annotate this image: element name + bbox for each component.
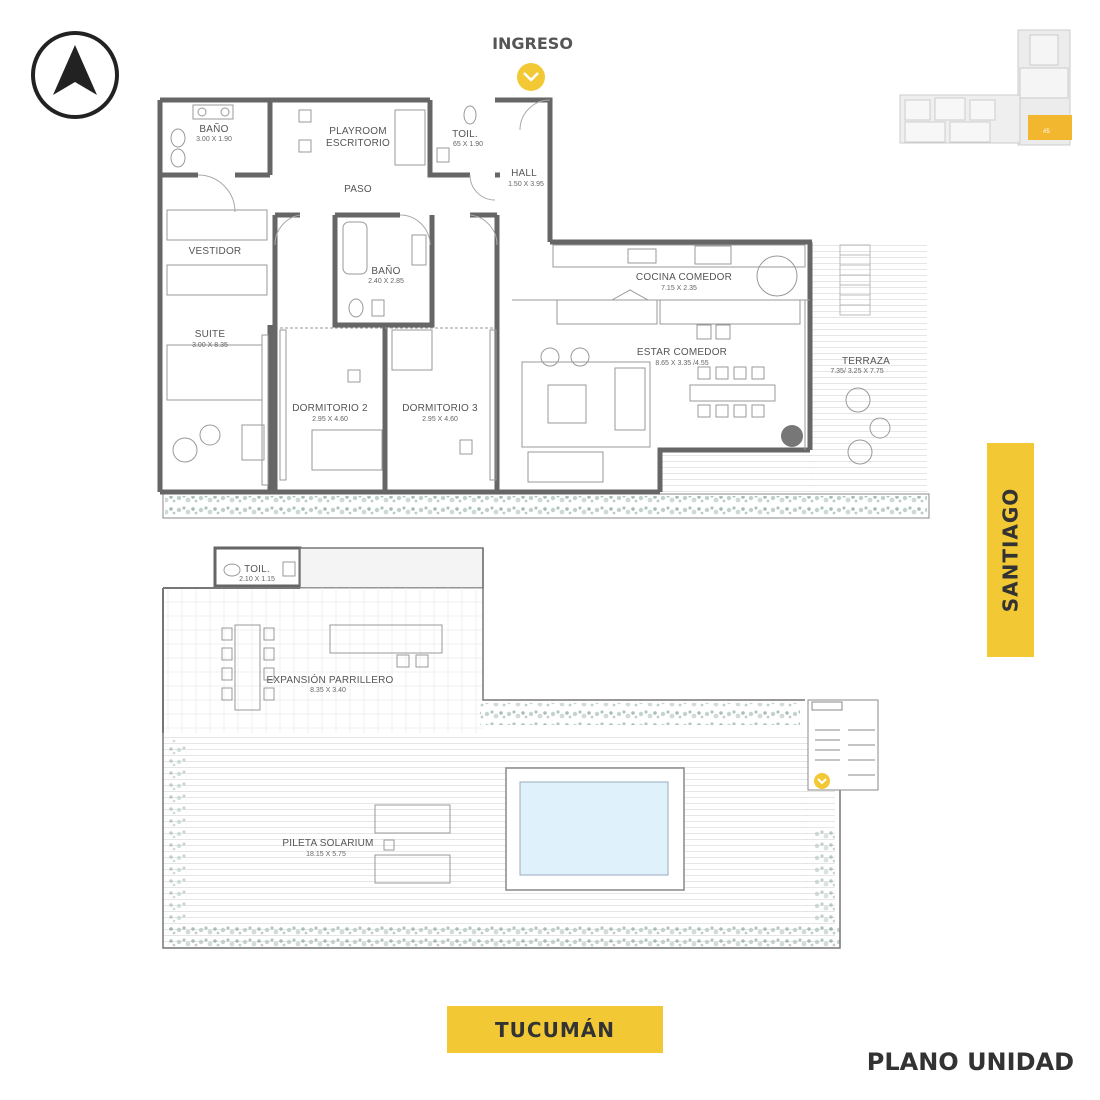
upper-unit: [157, 97, 930, 519]
room-dims: 8.35 X 3.40: [310, 687, 346, 694]
entrance-label: INGRESO: [492, 34, 573, 53]
street-label-tucuman: TUCUMÁN: [447, 1006, 663, 1053]
entrance-chevron-icon: [814, 773, 830, 789]
room-dims: 8.65 X 3.35 /4.55: [655, 360, 708, 367]
room-label: HALL: [511, 168, 537, 179]
room-label: DORMITORIO 3: [402, 403, 478, 414]
room-label: TOIL.: [452, 129, 478, 140]
room-dims: 2.40 X 2.85: [368, 278, 404, 285]
plan-title: PLANO UNIDAD: [866, 1048, 1074, 1076]
room-label: COCINA COMEDOR: [636, 272, 732, 283]
room-dims: 2.95 X 4.60: [422, 416, 458, 423]
room-label: PILETA SOLARIUM: [282, 838, 373, 849]
room-label: PLAYROOM: [329, 126, 387, 137]
room-labels: BAÑO 3.00 X 1.90 PLAYROOM ESCRITORIO TOI…: [189, 122, 890, 858]
street-label-text: SANTIAGO: [998, 487, 1023, 613]
room-dims: 3.00 X 1.90: [196, 136, 232, 143]
svg-text:#5: #5: [1043, 129, 1050, 135]
room-label: TERRAZA: [842, 356, 890, 367]
room-label: SUITE: [195, 329, 226, 340]
street-label-santiago: SANTIAGO: [987, 443, 1034, 657]
room-label: DORMITORIO 2: [292, 403, 368, 414]
room-label: ESCRITORIO: [326, 138, 390, 149]
room-dims: 65 X 1.90: [453, 141, 483, 148]
north-arrow-icon: [31, 31, 119, 119]
room-label: TOIL.: [244, 564, 270, 575]
lower-terrace: [162, 546, 879, 949]
current-unit-highlight: [1028, 115, 1072, 140]
room-label: BAÑO: [199, 122, 228, 135]
room-label: PASO: [344, 184, 372, 195]
room-dims: 1.50 X 3.95: [508, 181, 544, 188]
room-label: ESTAR COMEDOR: [637, 347, 727, 358]
room-dims: 7.15 X 2.35: [661, 285, 697, 292]
room-label: EXPANSIÓN PARRILLERO: [267, 673, 394, 686]
room-dims: 3.00 X 8.35: [192, 342, 228, 349]
room-label: VESTIDOR: [189, 246, 242, 257]
entrance-chevron-icon: [517, 63, 545, 91]
building-key-plan: #5: [899, 29, 1072, 146]
room-dims: 2.10 X 1.15: [239, 576, 275, 583]
room-label: BAÑO: [371, 264, 400, 277]
street-label-text: TUCUMÁN: [495, 1017, 615, 1042]
room-dims: 18.15 X 5.75: [306, 851, 346, 858]
room-dims: 7.35/ 3.25 X 7.75: [830, 368, 883, 375]
room-dims: 2.95 X 4.60: [312, 416, 348, 423]
